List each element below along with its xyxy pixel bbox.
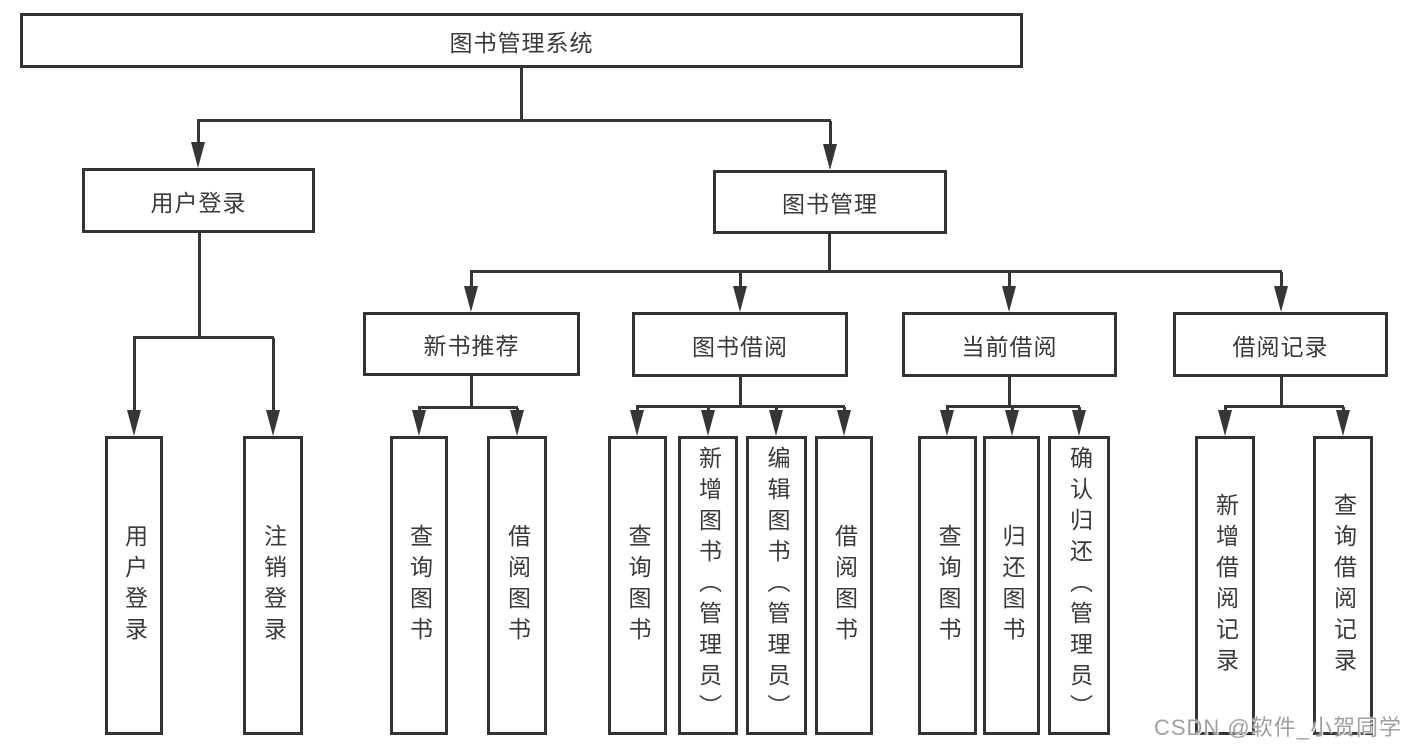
arrowhead-down-icon [127, 410, 141, 436]
node-user-login: 用户登录 [82, 168, 315, 233]
connector-line [197, 119, 831, 122]
arrowhead-down-icon [630, 410, 644, 436]
connector-line [1280, 376, 1283, 407]
arrowhead-down-icon [191, 142, 205, 168]
connector-line [418, 406, 518, 409]
arrowhead-down-icon [510, 410, 524, 436]
arrowhead-down-icon [733, 286, 747, 312]
arrowhead-down-icon [412, 410, 426, 436]
connector-line [636, 405, 845, 408]
leaf-query-books-current-label: 查询图书 [935, 523, 961, 648]
csdn-watermark: CSDN @软件_小贺同学 [1153, 715, 1402, 740]
leaf-query-books-borrow: 查询图书 [608, 436, 667, 735]
node-borrow-records-label: 借阅记录 [1232, 333, 1329, 360]
leaf-return-book-label: 归还图书 [999, 523, 1025, 648]
connector-line [829, 121, 832, 150]
arrowhead-down-icon [464, 286, 478, 312]
connector-line [1008, 376, 1011, 407]
arrowhead-down-icon [769, 410, 783, 436]
connector-line [946, 405, 1080, 408]
node-book-management-label: 图书管理 [782, 191, 878, 217]
connector-line [470, 376, 473, 408]
node-new-book-recommend-label: 新书推荐 [423, 333, 520, 359]
node-current-borrow: 当前借阅 [902, 312, 1117, 377]
leaf-query-borrow-record: 查询借阅记录 [1313, 436, 1373, 735]
leaf-edit-book-admin-label: 编辑图书（管理员） [764, 446, 790, 725]
connector-line [272, 338, 275, 416]
arrowhead-down-icon [823, 144, 837, 170]
leaf-logout-label: 注销登录 [260, 523, 287, 648]
arrowhead-down-icon [1072, 410, 1086, 436]
arrowhead-down-icon [940, 410, 954, 436]
leaf-return-book: 归还图书 [983, 436, 1040, 735]
node-new-book-recommend: 新书推荐 [363, 312, 580, 376]
leaf-add-book-admin: 新增图书（管理员） [678, 436, 738, 735]
connector-line [828, 234, 831, 272]
leaf-logout: 注销登录 [243, 436, 303, 735]
leaf-query-books-current: 查询图书 [918, 436, 977, 735]
node-borrow-records: 借阅记录 [1173, 312, 1388, 377]
node-book-borrow: 图书借阅 [632, 312, 848, 377]
arrowhead-down-icon [1002, 286, 1016, 312]
leaf-add-borrow-record-label: 新增借阅记录 [1212, 492, 1239, 679]
connector-line [470, 272, 473, 292]
leaf-add-book-admin-label: 新增图书（管理员） [695, 446, 722, 725]
leaf-confirm-return-admin: 确认归还（管理员） [1048, 436, 1110, 735]
leaf-confirm-return-admin-label: 确认归还（管理员） [1066, 446, 1093, 725]
node-current-borrow-label: 当前借阅 [961, 333, 1058, 360]
node-book-management: 图书管理 [713, 170, 947, 234]
leaf-user-login: 用户登录 [105, 436, 163, 735]
arrowhead-down-icon [837, 410, 851, 436]
leaf-borrow-books-2: 借阅图书 [815, 436, 873, 735]
arrowhead-down-icon [1005, 410, 1019, 436]
leaf-query-books-recommend: 查询图书 [390, 436, 448, 735]
leaf-borrow-books-recommend: 借阅图书 [487, 436, 547, 735]
node-book-system-label: 图书管理系统 [449, 29, 594, 56]
arrowhead-down-icon [1336, 410, 1350, 436]
connector-line [470, 270, 1282, 273]
leaf-query-books-borrow-label: 查询图书 [625, 523, 651, 648]
leaf-user-login-label: 用户登录 [121, 523, 148, 648]
leaf-query-books-recommend-label: 查询图书 [406, 523, 433, 648]
connector-line [133, 336, 274, 339]
arrowhead-down-icon [1274, 286, 1288, 312]
connector-line [197, 121, 200, 148]
leaf-borrow-books-2-label: 借阅图书 [831, 523, 858, 648]
connector-line [1280, 272, 1283, 292]
connector-line [739, 376, 742, 407]
leaf-edit-book-admin: 编辑图书（管理员） [746, 436, 807, 735]
leaf-borrow-books-recommend-label: 借阅图书 [504, 523, 531, 648]
leaf-add-borrow-record: 新增借阅记录 [1195, 436, 1255, 735]
arrowhead-down-icon [701, 410, 715, 436]
connector-line [520, 68, 523, 121]
connector-line [1224, 405, 1344, 408]
connector-line [198, 233, 201, 339]
connector-line [739, 272, 742, 292]
arrowhead-down-icon [266, 410, 280, 436]
leaf-query-borrow-record-label: 查询借阅记录 [1330, 492, 1357, 679]
arrowhead-down-icon [1218, 410, 1232, 436]
connector-line [133, 338, 136, 416]
node-user-login-label: 用户登录 [150, 189, 247, 216]
node-book-borrow-label: 图书借阅 [692, 333, 788, 360]
connector-line [1008, 272, 1011, 292]
node-book-system: 图书管理系统 [20, 13, 1023, 68]
